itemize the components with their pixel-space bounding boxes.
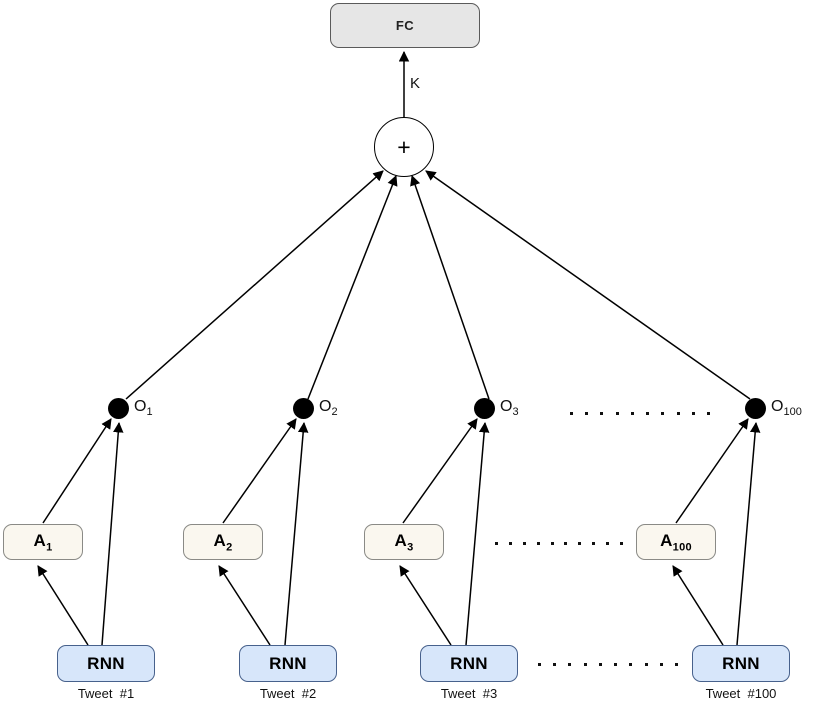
a-box-1-label: A1 — [33, 530, 53, 554]
rnn-box-1[interactable]: RNN — [57, 645, 155, 682]
rnn-box-2[interactable]: RNN — [239, 645, 337, 682]
edge-rnn100-to-a100 — [672, 565, 724, 646]
rnn-box-100[interactable]: RNN — [692, 645, 790, 682]
edge-rnn3-to-o3 — [465, 421, 490, 646]
o-node-100-label: O100 — [771, 398, 802, 419]
edge-a2-to-o2 — [222, 418, 297, 524]
rnn-box-2-label: RNN — [269, 653, 307, 673]
edge-rnn1-to-a1 — [37, 565, 89, 646]
a-box-2-label: A2 — [213, 530, 233, 554]
sum-label: + — [397, 133, 411, 160]
edge-rnn2-to-a2 — [218, 565, 271, 646]
fc-label: FC — [395, 18, 415, 33]
rnn-box-3-label: RNN — [450, 653, 488, 673]
edge-o2-to-sum — [307, 175, 398, 400]
caption-tweet-2: Tweet #2 — [259, 686, 317, 701]
o-node-2[interactable] — [293, 398, 314, 419]
edge-rnn3-to-a3 — [399, 565, 452, 646]
edge-o3-to-sum — [410, 175, 490, 400]
fc-box[interactable]: FC — [330, 3, 480, 48]
edge-a3-to-o3 — [402, 418, 478, 524]
caption-tweet-1: Tweet #1 — [77, 686, 135, 701]
a-box-2[interactable]: A2 — [183, 524, 263, 560]
edge-o1-to-sum — [125, 170, 384, 400]
a-box-100-label: A100 — [660, 530, 692, 554]
a-box-1[interactable]: A1 — [3, 524, 83, 560]
a-box-3-label: A3 — [394, 530, 414, 554]
rnn-box-3[interactable]: RNN — [420, 645, 518, 682]
o-node-3[interactable] — [474, 398, 495, 419]
edge-label-k: K — [410, 75, 421, 92]
a-box-3[interactable]: A3 — [364, 524, 444, 560]
sum-node[interactable]: + — [374, 117, 434, 177]
caption-tweet-3: Tweet #3 — [440, 686, 498, 701]
o-node-100[interactable] — [745, 398, 766, 419]
o-node-1-label: O1 — [134, 398, 153, 419]
edge-a1-to-o1 — [42, 418, 112, 524]
ellipsis-a-row — [495, 541, 623, 545]
edge-a100-to-o100 — [675, 418, 749, 524]
a-box-100[interactable]: A100 — [636, 524, 716, 560]
rnn-box-1-label: RNN — [87, 653, 125, 673]
ellipsis-rnn-row — [538, 662, 678, 666]
rnn-box-100-label: RNN — [722, 653, 760, 673]
edge-o100-to-sum — [425, 170, 751, 400]
o-node-2-label: O2 — [319, 398, 338, 419]
o-node-1[interactable] — [108, 398, 129, 419]
o-node-3-label: O3 — [500, 398, 519, 419]
edge-rnn100-to-o100 — [736, 421, 761, 646]
caption-tweet-100: Tweet #100 — [705, 686, 777, 701]
ellipsis-o-row — [570, 411, 710, 415]
edge-rnn1-to-o1 — [101, 421, 124, 646]
edge-rnn2-to-o2 — [284, 421, 309, 646]
